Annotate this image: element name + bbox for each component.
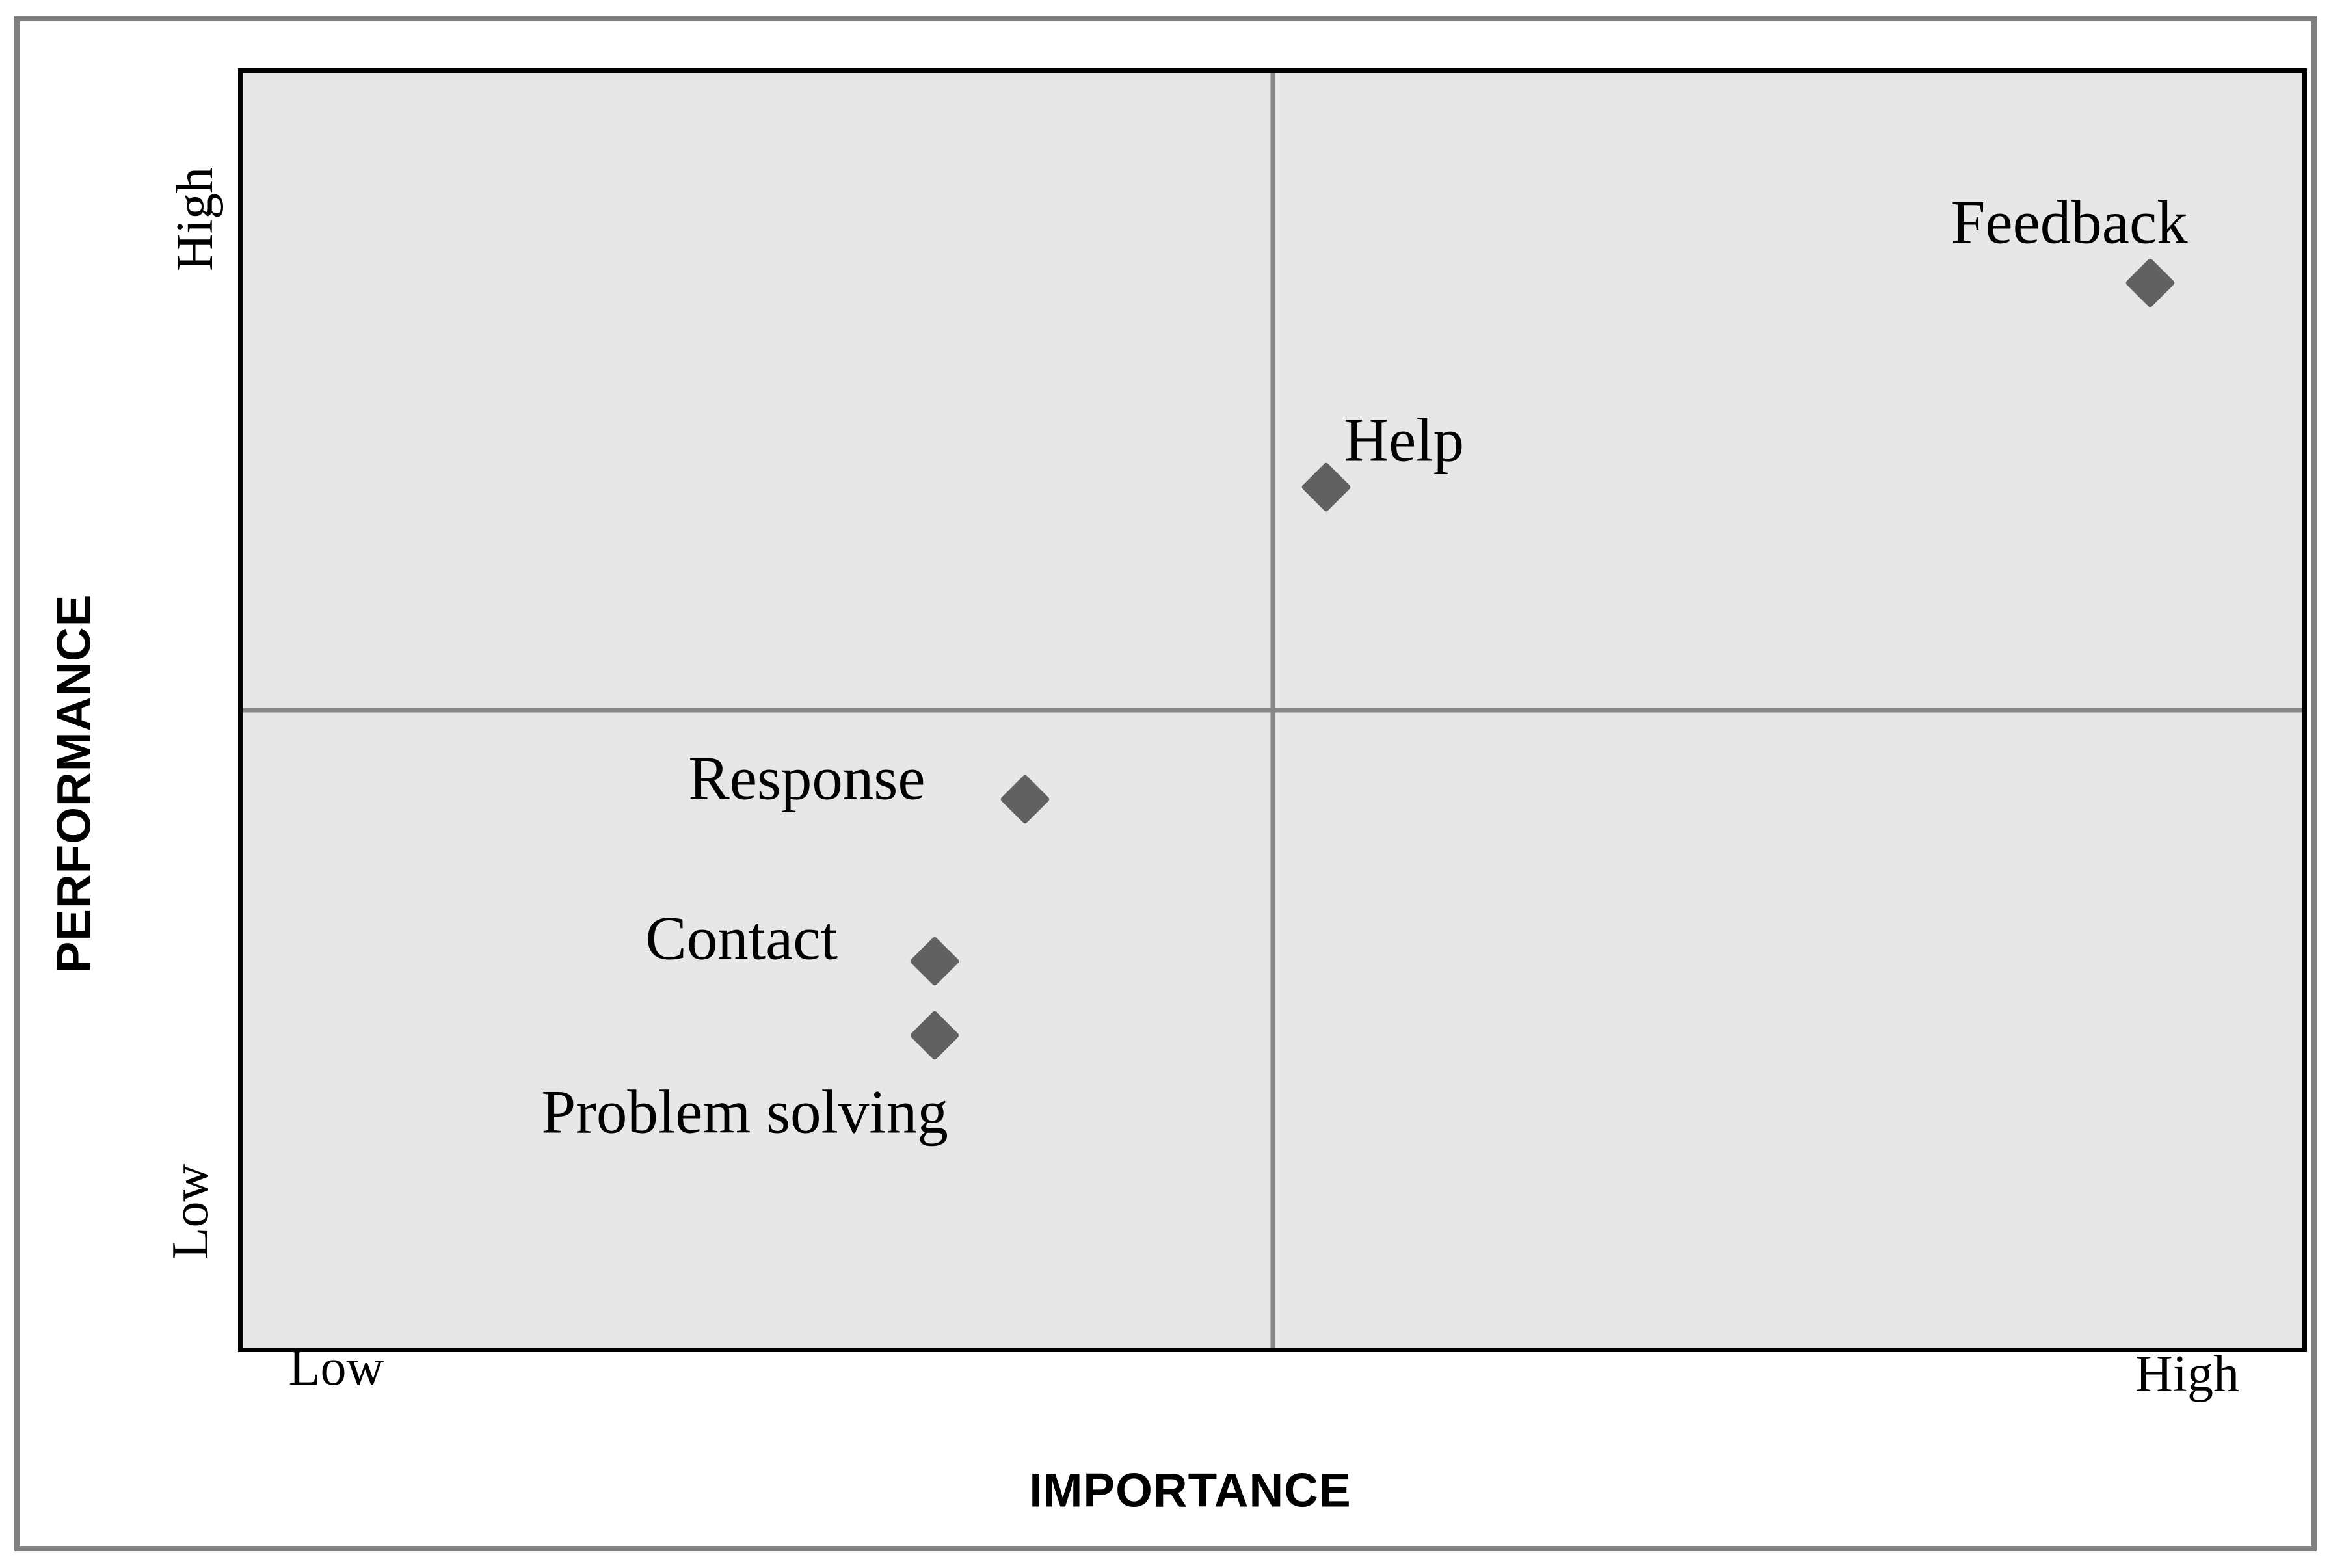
y-axis-tick-low: Low: [162, 1163, 219, 1260]
y-axis-title: PERFORMANCE: [47, 594, 101, 974]
x-axis-tick-high: High: [2135, 1346, 2239, 1403]
point-label-response: Response: [688, 743, 926, 813]
outer-border: [14, 16, 2317, 1551]
point-label-feedback: Feedback: [1951, 187, 2188, 257]
point-marker-feedback: [2124, 258, 2176, 309]
point-marker-contact: [909, 936, 961, 987]
point-label-problem-solving: Problem solving: [541, 1077, 948, 1147]
quadrant-divider-horizontal: [243, 708, 2302, 713]
y-axis-tick-high: High: [166, 167, 224, 271]
point-marker-response: [1000, 774, 1051, 825]
x-axis-title: IMPORTANCE: [1029, 1464, 1352, 1517]
point-label-help: Help: [1344, 405, 1465, 475]
point-label-contact: Contact: [645, 903, 838, 973]
x-axis-tick-low: Low: [288, 1339, 384, 1396]
point-marker-problem-solving: [909, 1009, 961, 1061]
